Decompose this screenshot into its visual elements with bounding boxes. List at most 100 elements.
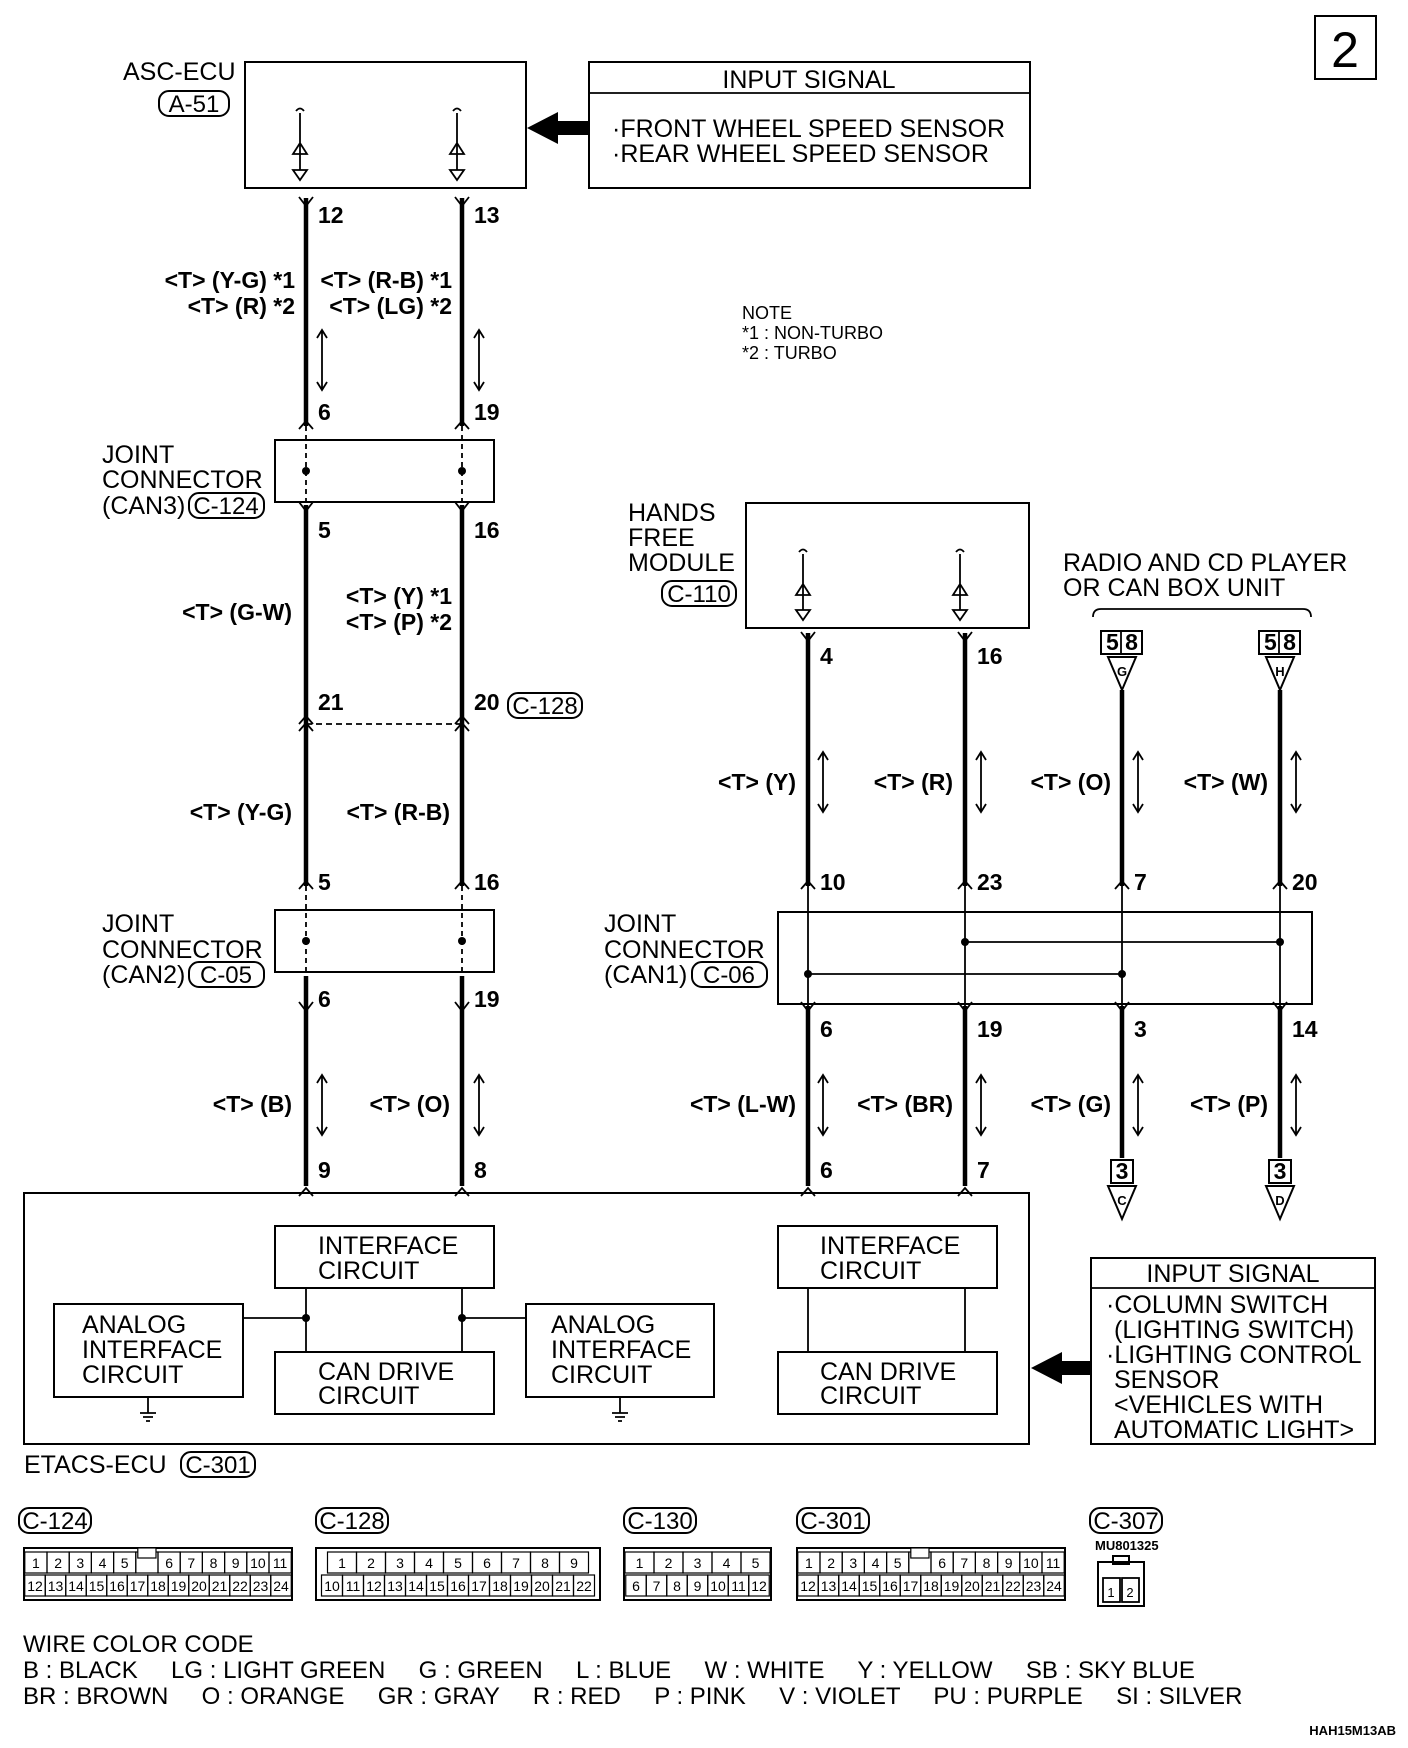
page-number: 2 — [1331, 22, 1359, 78]
pin-number: 16 — [474, 517, 500, 543]
input-signal-bottom-item: ·LIGHTING CONTROL — [1106, 1341, 1362, 1369]
connector-pin: 8 — [541, 1555, 549, 1571]
connector-pin: 12 — [751, 1578, 767, 1594]
joint2-box — [274, 909, 495, 973]
connector-pin: 22 — [232, 1578, 248, 1594]
wire-label: <T> (Y-G) — [190, 799, 292, 825]
offpage-ref: 3 — [1274, 1158, 1287, 1184]
pin-number: 21 — [318, 689, 344, 715]
analog-interface-left-label: INTERFACE — [82, 1336, 222, 1364]
connector-pin: 15 — [89, 1578, 105, 1594]
connector-pin: 10 — [250, 1555, 266, 1571]
connector-pin: 1 — [338, 1555, 346, 1571]
pin-number: 14 — [1292, 1016, 1318, 1042]
connector-view-label: C-124 — [22, 1508, 87, 1535]
input-signal-bottom-item: SENSOR — [1114, 1366, 1220, 1394]
connector-cell — [1043, 1574, 1065, 1597]
joint3-connector: C-124 — [193, 493, 258, 520]
connector-pin: 17 — [903, 1578, 919, 1594]
hands-free-label: FREE — [628, 524, 695, 552]
connector-pin: 2 — [54, 1555, 62, 1571]
connector-pin: 20 — [964, 1578, 980, 1594]
connector-pin: 16 — [882, 1578, 898, 1594]
joint2-label: (CAN2) — [102, 961, 185, 989]
offpage-letter: G — [1117, 664, 1127, 679]
connector-pin: 5 — [894, 1555, 902, 1571]
analog-interface-right-label: INTERFACE — [551, 1336, 691, 1364]
note-item: *1 : NON-TURBO — [742, 323, 883, 343]
wire-label: <T> (LG) *2 — [329, 293, 452, 319]
etacs-connector: C-301 — [185, 1452, 250, 1479]
connector-cell — [748, 1574, 770, 1597]
signal-direction-arrows — [316, 328, 1302, 1137]
wire-label: <T> (L-W) — [690, 1091, 796, 1117]
connector-pin: 10 — [1023, 1555, 1039, 1571]
offpage-ref: 5 8 — [1106, 629, 1138, 655]
input-signal-bottom-item: <VEHICLES WITH — [1114, 1391, 1323, 1419]
wire-label: <T> (Y) *1 — [346, 583, 452, 609]
offpage-connector-d: 3 D — [1264, 1158, 1296, 1222]
radio-label: RADIO AND CD PLAYER — [1063, 549, 1347, 577]
interface-circuit-left-label: INTERFACE — [318, 1232, 458, 1260]
connector-pin: 8 — [673, 1578, 681, 1594]
radio-label: OR CAN BOX UNIT — [1063, 574, 1285, 602]
pin-number: 19 — [977, 1016, 1003, 1042]
connector-pin: 11 — [731, 1578, 746, 1594]
hands-free-connector-badge — [661, 580, 737, 607]
figure-code: HAH15M13AB — [1309, 1723, 1396, 1738]
analog-interface-left-label: CIRCUIT — [82, 1361, 183, 1389]
joint1-label: (CAN1) — [604, 961, 687, 989]
offpage-connector-c: 3 C — [1106, 1158, 1138, 1222]
asc-ecu-terminal-symbols — [291, 107, 466, 182]
connector-pin: 19 — [171, 1578, 187, 1594]
wire-label: <T> (Y) — [718, 769, 796, 795]
hands-free-label: MODULE — [628, 549, 735, 577]
connector-pin: 22 — [576, 1578, 592, 1594]
offpage-connector-g: 5 8 G — [1100, 629, 1143, 693]
connector-pin: 12 — [27, 1578, 43, 1594]
connector-pin: 10 — [324, 1578, 340, 1594]
wire-label: <T> (O) — [1030, 769, 1111, 795]
connector-housing — [623, 1547, 772, 1601]
can-drive-left — [274, 1351, 495, 1415]
asc-ecu-box — [244, 61, 527, 189]
analog-interface-left-label: ANALOG — [82, 1311, 186, 1339]
connector-view-label: C-128 — [319, 1508, 384, 1535]
joint2-label: JOINT — [102, 910, 174, 938]
interface-circuit-left — [274, 1225, 495, 1289]
connector-pin: 15 — [429, 1578, 445, 1594]
interface-circuit-right-label: INTERFACE — [820, 1232, 960, 1260]
connector-pin: 13 — [48, 1578, 64, 1594]
joint2-connector: C-05 — [200, 962, 252, 989]
joint1-connector: C-06 — [703, 962, 755, 989]
connector-pin: 3 — [694, 1555, 702, 1571]
connector-pin: 9 — [694, 1578, 702, 1594]
connector-pin: 11 — [346, 1578, 361, 1594]
offpage-letter: C — [1117, 1193, 1127, 1208]
c128-connector-badge — [507, 692, 583, 719]
pin-number: 19 — [474, 986, 500, 1012]
color-code-title: WIRE COLOR CODE — [23, 1631, 254, 1658]
joint1-label: CONNECTOR — [604, 936, 765, 964]
pin-number: 9 — [318, 1157, 331, 1183]
connector-pin: 17 — [130, 1578, 146, 1594]
connector-pin: 1 — [636, 1555, 644, 1571]
offpage-ref: 3 — [1116, 1158, 1129, 1184]
input-signal-top-title: INPUT SIGNAL — [722, 66, 895, 94]
pin-number: 5 — [318, 517, 331, 543]
joint1-connector-badge — [691, 961, 768, 988]
connector-view-label: C-307 — [1093, 1508, 1158, 1535]
note-title: NOTE — [742, 303, 792, 323]
connector-pin: 14 — [68, 1578, 84, 1594]
hands-free-box — [745, 502, 1030, 629]
etacs-ecu-label: ETACS-ECU — [24, 1451, 167, 1479]
joint3-label: (CAN3) — [102, 492, 185, 520]
connector-pin: 7 — [960, 1555, 968, 1571]
interface-circuit-right-label: CIRCUIT — [820, 1257, 921, 1285]
connector-pin: 14 — [408, 1578, 424, 1594]
hands-free-label: HANDS — [628, 499, 716, 527]
connector-pin: 3 — [396, 1555, 404, 1571]
